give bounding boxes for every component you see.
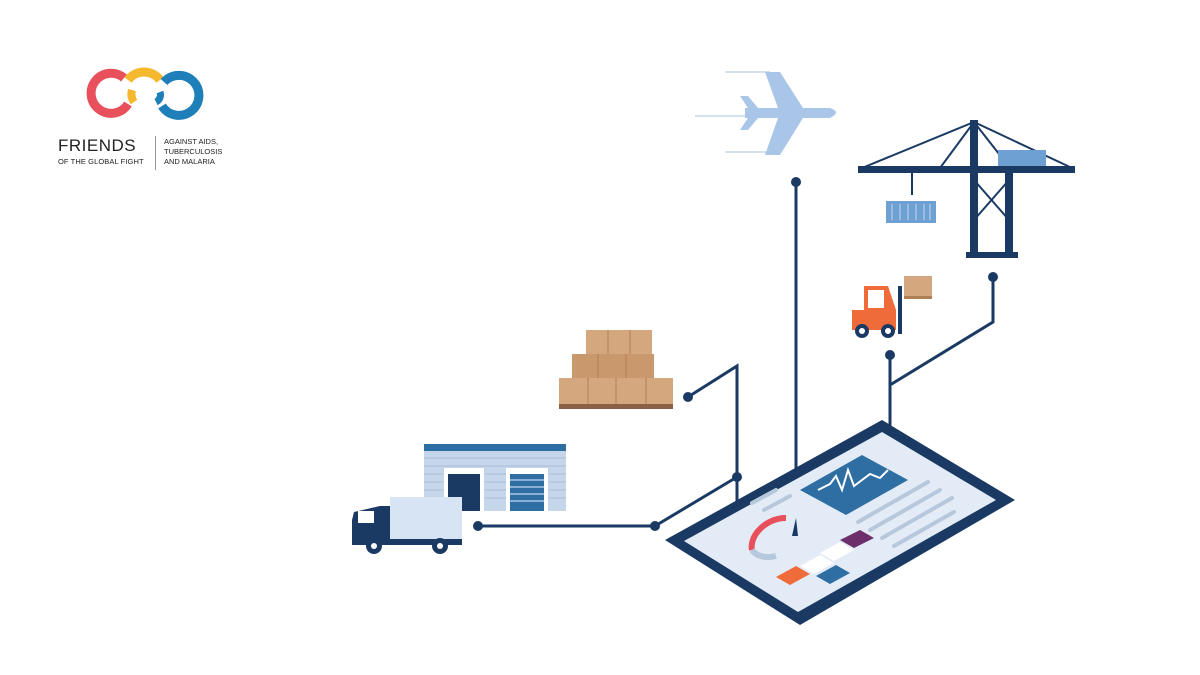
tagline-line-3: AND MALARIA — [164, 157, 215, 166]
tagline-line-2: TUBERCULOSIS — [164, 147, 223, 156]
brand-name: FRIENDS — [58, 136, 137, 155]
warehouse-icon — [424, 444, 566, 511]
brand-subline: OF THE GLOBAL FIGHT — [58, 157, 144, 166]
boxes-pallet-icon — [559, 330, 673, 409]
brand-tagline: AGAINST AIDS, TUBERCULOSIS AND MALARIA — [164, 137, 222, 167]
tagline-line-1: AGAINST AIDS, — [164, 137, 219, 146]
brand-divider — [155, 136, 156, 170]
forklift-icon — [852, 276, 932, 338]
friends-logo: FRIENDS OF THE GLOBAL FIGHT AGAINST AIDS… — [52, 58, 262, 178]
logo-rings-icon — [86, 67, 204, 120]
connector-dots — [473, 177, 998, 531]
delivery-truck-icon — [352, 497, 462, 554]
airplane-icon — [695, 71, 836, 155]
tablet-dashboard-icon — [665, 420, 1015, 625]
port-crane-icon — [858, 120, 1075, 258]
